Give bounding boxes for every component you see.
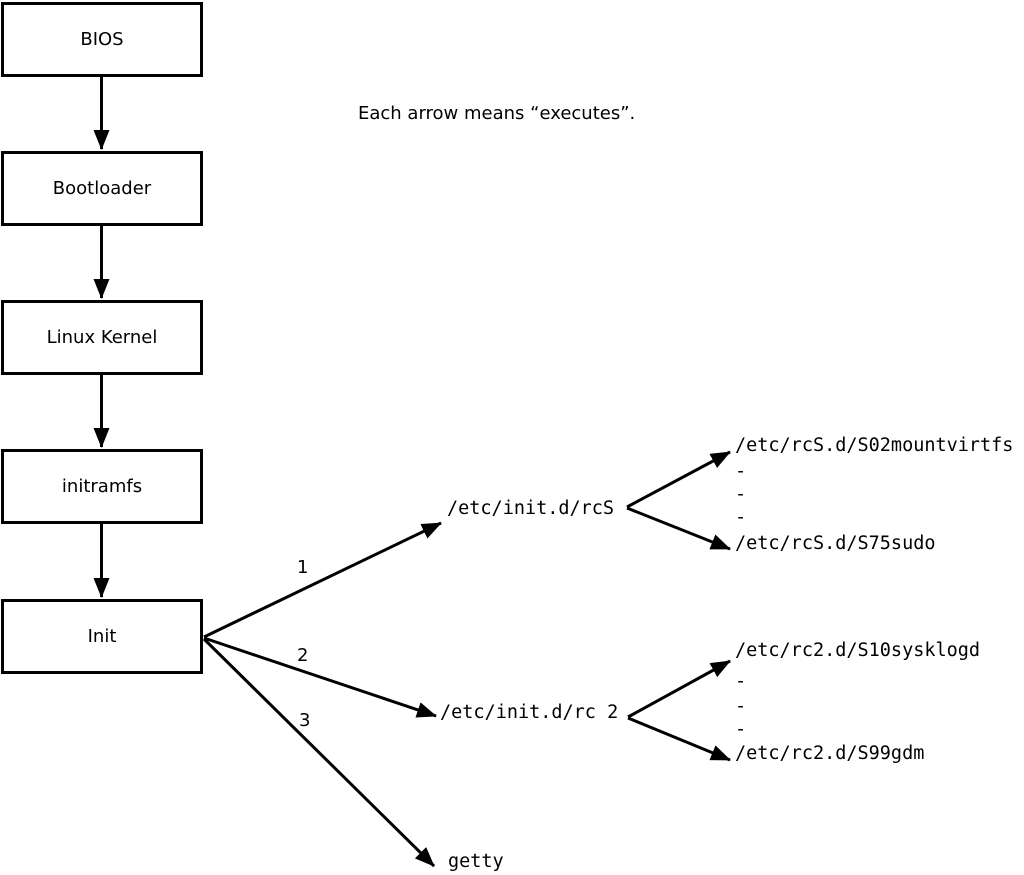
node-initramfs: initramfs [1, 449, 203, 524]
rc2-ellipsis-dash-3: - [735, 719, 747, 740]
rc2-ellipsis-dash-2: - [735, 696, 747, 717]
arrow-rc2-to-s10sysklogd [627, 659, 731, 719]
node-getty: getty [448, 851, 504, 872]
node-bios: BIOS [1, 2, 203, 77]
node-rcs-d-s02mountvirtfs: /etc/rcS.d/S02mountvirtfs [735, 435, 1014, 456]
node-rc2-d-s99gdm: /etc/rc2.d/S99gdm [735, 743, 925, 764]
legend-note: Each arrow means “executes”. [358, 103, 636, 124]
node-bios-label: BIOS [80, 28, 124, 50]
node-init-label: Init [87, 625, 117, 647]
node-initramfs-label: initramfs [61, 475, 143, 497]
arrow-init-to-getty [202, 637, 436, 868]
branch-order-1: 1 [297, 557, 309, 578]
arrow-rc2-to-s99gdm [627, 716, 731, 762]
arrow-rcs-to-s02mountvirtfs [626, 450, 731, 509]
node-rcs-d-s75sudo: /etc/rcS.d/S75sudo [735, 533, 936, 554]
node-bootloader-label: Bootloader [52, 177, 152, 199]
node-linux-kernel: Linux Kernel [1, 300, 203, 375]
node-init: Init [1, 599, 203, 674]
arrow-init-to-rcs [203, 521, 442, 639]
node-etc-init-d-rc2: /etc/init.d/rc 2 [440, 702, 619, 723]
node-etc-init-d-rcs: /etc/init.d/rcS [447, 498, 615, 519]
branch-order-3: 3 [299, 710, 311, 731]
rcs-ellipsis-dash-1: - [735, 461, 747, 482]
rc2-ellipsis-dash-1: - [735, 671, 747, 692]
rcs-ellipsis-dash-3: - [735, 507, 747, 528]
node-rc2-d-s10sysklogd: /etc/rc2.d/S10sysklogd [735, 640, 981, 661]
arrow-rcs-to-s75sudo [626, 506, 731, 551]
branch-order-2: 2 [297, 645, 309, 666]
node-linux-kernel-label: Linux Kernel [46, 326, 158, 348]
node-bootloader: Bootloader [1, 151, 203, 226]
arrow-init-to-rc2 [203, 636, 437, 718]
rcs-ellipsis-dash-2: - [735, 484, 747, 505]
